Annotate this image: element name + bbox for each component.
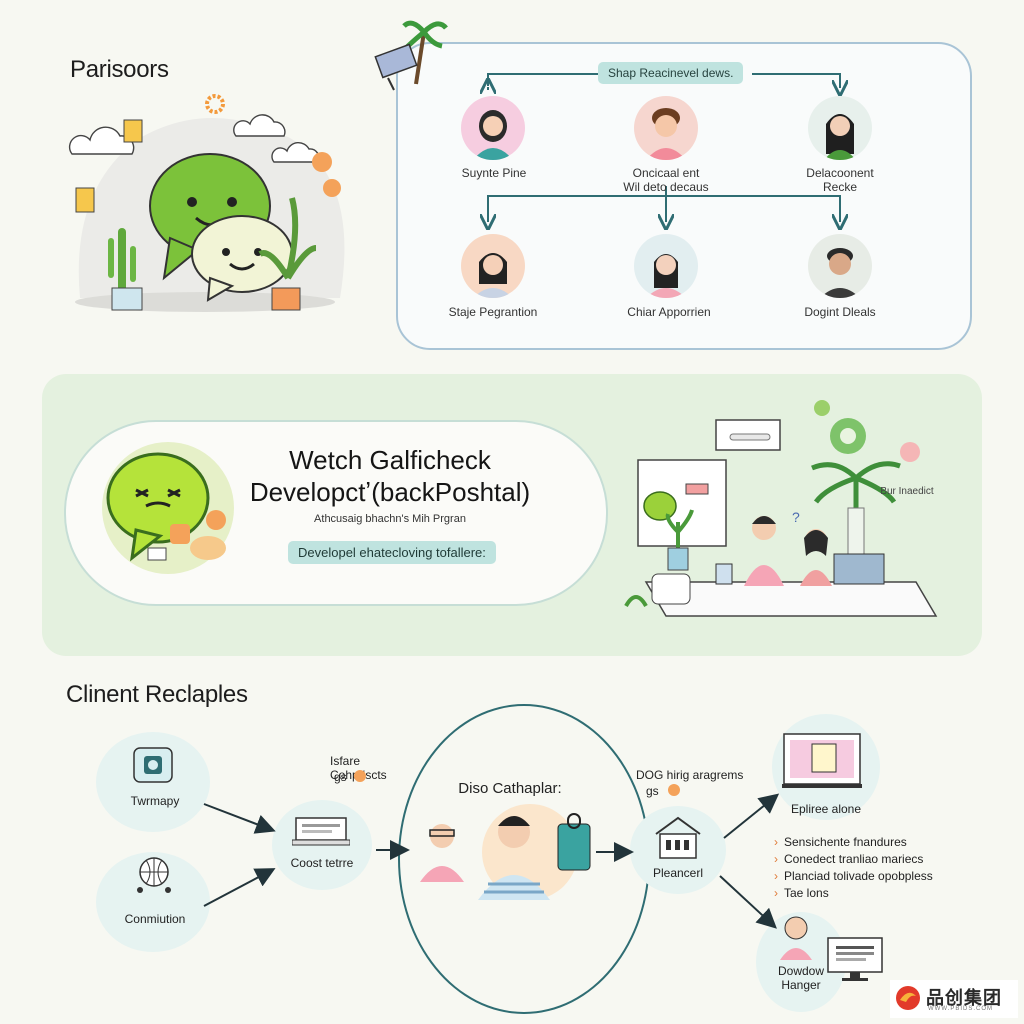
logo-text: 品创集团 xyxy=(926,988,1002,1008)
banner-title-line1: Wetch Galficheck xyxy=(289,445,491,475)
member-name-2: Oncicaal ent Wil deto decaus xyxy=(623,166,709,194)
screen-document-icon xyxy=(782,733,862,788)
center-title: Diso Cathaplar: xyxy=(458,780,562,797)
bald-person-icon xyxy=(780,916,812,960)
section-heading-clients: Clinent Reclaples xyxy=(66,681,248,708)
banner-subtitle: Athcusaig bhachn's Mih Prgran xyxy=(314,513,466,525)
office-scene-illustration: ? xyxy=(624,400,938,617)
chat-illustration xyxy=(68,94,345,312)
label-epliree-alone: Epliree alone xyxy=(790,802,862,816)
label-dowdow-hanger: Dowdow Hanger xyxy=(777,964,825,992)
house-icon xyxy=(655,816,701,859)
avatar-member-4 xyxy=(461,234,525,298)
plant-right xyxy=(258,197,317,311)
laptop-icon xyxy=(292,817,350,846)
avatar-member-1 xyxy=(461,96,525,160)
avatar-member-6 xyxy=(808,234,872,298)
member-name-6: Dogint Dleals xyxy=(804,305,876,319)
robot-icon xyxy=(133,747,173,783)
member-name-5: Chiar Apporrien xyxy=(627,305,711,319)
flow-arrows xyxy=(203,793,780,929)
chat-bubble-icon xyxy=(102,442,234,574)
svg-text:?: ? xyxy=(792,509,800,525)
logo-sub: WWW.PBIDS.COM xyxy=(928,1006,993,1012)
logo-mark-icon xyxy=(896,986,920,1010)
orange-dot-left xyxy=(354,770,366,782)
palm-sign-icon xyxy=(374,20,448,91)
team-connector-lines xyxy=(470,73,870,240)
section-heading-parisoors: Parisoors xyxy=(70,56,169,83)
banner-cta-button[interactable]: Developel ehatecloving tofallere: xyxy=(288,541,496,564)
bullet-list: ›Sensichente fnandures ›Conedect tranlia… xyxy=(774,834,933,902)
globe-network-icon xyxy=(137,857,171,893)
label-pleancerl: Pleancerl xyxy=(652,866,704,880)
banner-title-line2: Developctʼ(backPoshtal) xyxy=(249,477,531,507)
label-tormapy: Twrmapy xyxy=(130,794,180,808)
cactus-left xyxy=(108,228,143,311)
monitor-icon xyxy=(827,937,883,981)
team-label-pill: Shap Reacinevel dews. xyxy=(598,62,744,84)
avatar-member-5 xyxy=(634,234,698,298)
orange-dot-right xyxy=(668,784,680,796)
gear-icon xyxy=(205,94,225,114)
cloud-icon xyxy=(68,114,320,163)
annotation-left-sub: gs xyxy=(334,770,347,784)
bullet-item: ›Conedect tranliao mariecs xyxy=(774,852,924,866)
bullet-item: ›Planciad tolivade opobpless xyxy=(774,869,933,883)
member-name-4: Staje Pegrantion xyxy=(448,305,538,319)
bullet-item: ›Tae lons xyxy=(774,886,829,900)
avatar-member-3 xyxy=(808,96,872,160)
annotation-right: DOG hirig aragrems xyxy=(636,768,744,782)
label-coost-tetrre: Coost tetrre xyxy=(290,856,354,870)
banner-side-tag: Bur Inaedict xyxy=(880,486,934,497)
member-name-3: Delacoonent Recke xyxy=(806,166,874,194)
center-people-illustration xyxy=(420,804,591,900)
avatar-member-2 xyxy=(634,96,698,160)
bullet-item: ›Sensichente fnandures xyxy=(774,835,907,849)
label-comniution: Conmiution xyxy=(124,912,186,926)
annotation-right-sub: gs xyxy=(646,784,659,798)
brand-logo: 品创集团 WWW.PBIDS.COM xyxy=(890,980,1018,1018)
member-name-1: Suynte Pine xyxy=(461,166,527,180)
